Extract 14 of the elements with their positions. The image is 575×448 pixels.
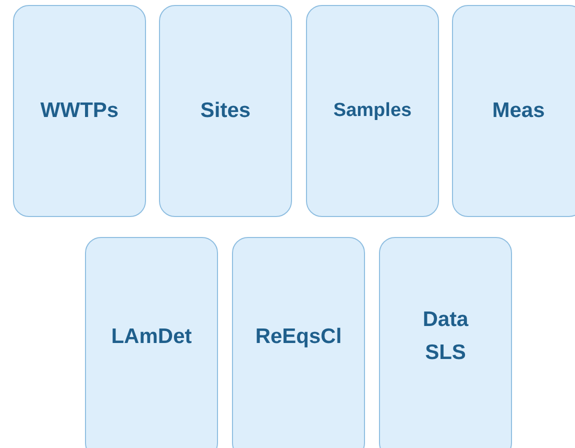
node-label: WWTPs [40,98,119,124]
node-label: ReEqsCl [255,324,342,350]
rounded-box [452,5,575,217]
rounded-box [379,237,512,448]
node-label: Samples [333,99,412,124]
rounded-box [159,5,292,217]
node-label: LAmDet [111,324,192,350]
rounded-box [306,5,439,217]
node-label: Sites [200,98,251,124]
node-label: Meas [492,98,545,124]
rounded-box [13,5,146,217]
rounded-box [85,237,218,448]
node-label: Data SLS [422,307,470,366]
rounded-box [232,237,365,448]
